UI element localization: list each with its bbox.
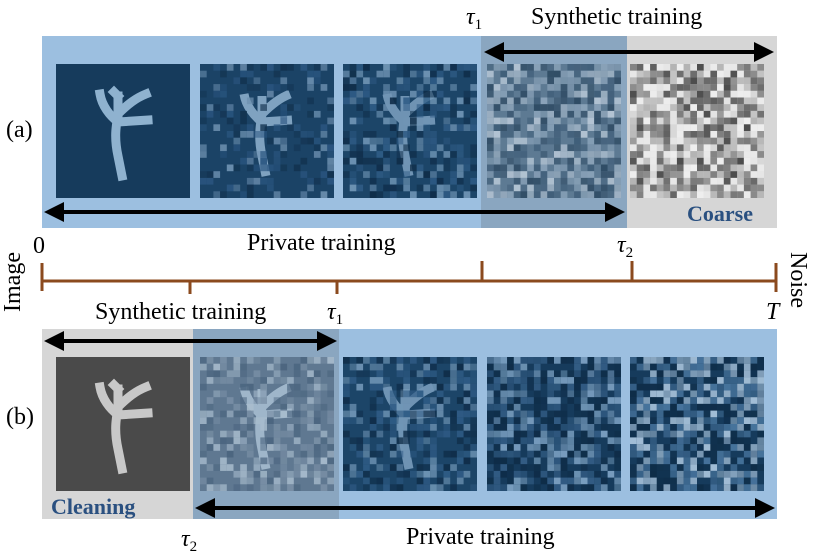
row-a-tau-subscript: 1 (474, 17, 483, 33)
axis-right-label: Noise (785, 252, 811, 308)
row-b-private-label: Private training (406, 524, 555, 550)
row-a-label: (a) (6, 117, 33, 143)
axis-end-label: T (766, 299, 780, 325)
tile-a-1 (56, 64, 190, 198)
tile-b-2 (200, 357, 334, 491)
axis-tau2-label: τ2 (617, 233, 633, 261)
row-b-tiles (56, 357, 764, 491)
row-a-tau-symbol: τ (466, 4, 475, 30)
row-b-tau-symbol: τ (181, 526, 190, 552)
cleaning-tag: Cleaning (51, 494, 136, 519)
row-b-label: (b) (6, 404, 34, 430)
tile-b-5 (630, 357, 764, 491)
axis-tau1-subscript: 1 (335, 312, 344, 328)
row-a-synthetic-label: Synthetic training (531, 4, 703, 30)
tile-a-5 (630, 64, 764, 198)
coarse-tag: Coarse (687, 201, 753, 226)
tile-a-3 (343, 64, 477, 198)
row-b-synthetic-label: Synthetic training (95, 299, 267, 325)
row-a-private-label: Private training (247, 230, 396, 256)
timeline-axis (40, 261, 778, 294)
row-b-tau-subscript: 2 (189, 539, 198, 555)
tile-b-3 (343, 357, 477, 491)
row-b-tau-label: τ2 (181, 527, 197, 555)
axis-tau2-symbol: τ (617, 232, 626, 258)
axis-tau1-label: τ1 (327, 300, 343, 328)
axis-tau2-subscript: 2 (625, 245, 634, 261)
tile-b-1 (56, 357, 190, 491)
tile-a-2 (200, 64, 334, 198)
row-a-tau-label: τ1 (466, 5, 482, 33)
axis-left-label: Image (0, 252, 26, 312)
row-a-tiles (56, 64, 764, 198)
axis-tau1-symbol: τ (327, 299, 336, 325)
tile-a-4 (487, 64, 621, 198)
tile-b-4 (487, 357, 621, 491)
axis-start-label: 0 (33, 233, 45, 259)
